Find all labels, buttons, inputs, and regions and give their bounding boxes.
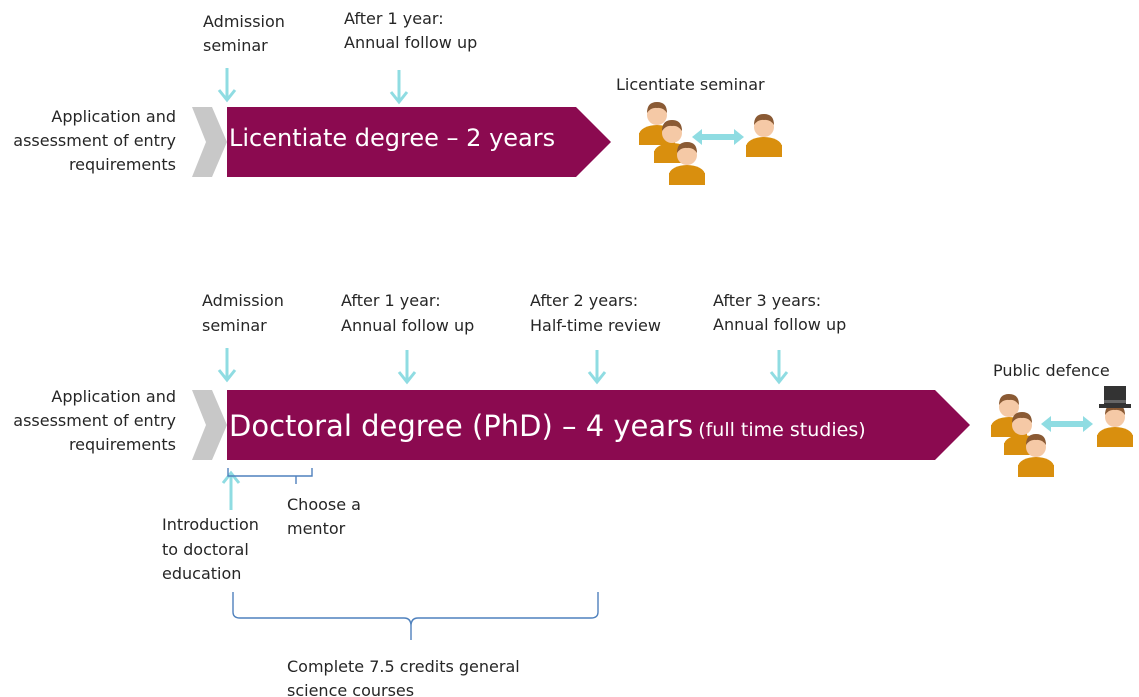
licentiate-committee-group-icon (639, 102, 705, 185)
public-defence-label: Public defence (993, 361, 1110, 380)
doctoral-exchange-double-arrow-icon (1041, 416, 1093, 432)
introduction-arrow-icon (221, 470, 241, 510)
licentiate-start-chevron (192, 107, 227, 177)
mentor-label: Choose a (287, 495, 361, 514)
doctoral-application-label: Application and (51, 387, 176, 406)
doctoral-year1-label-2: Annual follow up (341, 316, 474, 335)
courses-label-2: science courses (287, 681, 414, 697)
doctoral-year2-label: After 2 years: (530, 291, 638, 310)
introduction-label: Introduction (162, 515, 259, 534)
doctoral-start-chevron (192, 390, 227, 460)
licentiate-application-label: Application and (51, 107, 176, 126)
doctoral-degree-bar (227, 390, 970, 460)
licentiate-application-label-3: requirements (69, 155, 176, 174)
licentiate-year1-label: After 1 year: (344, 9, 444, 28)
licentiate-application-label-2: assessment of entry (13, 131, 176, 150)
courses-brace (232, 592, 599, 640)
doctoral-admission-arrow-icon (217, 346, 237, 382)
doctoral-admission-label-2: seminar (202, 316, 267, 335)
doctoral-year2-label-2: Half-time review (530, 316, 661, 335)
opponent-person-with-top-hat-icon (1097, 386, 1133, 447)
licentiate-year1-label-2: Annual follow up (344, 33, 477, 52)
doctoral-bar-label: Doctoral degree (PhD) – 4 years(full tim… (229, 409, 866, 443)
licentiate-row: Admission seminar After 1 year: Annual f… (13, 9, 782, 185)
doctoral-year2-arrow-icon (587, 348, 607, 384)
introduction-label-2: to doctoral (162, 540, 249, 559)
licentiate-degree-bar (227, 107, 611, 177)
doctoral-year3-arrow-icon (769, 348, 789, 384)
doctoral-row: Admission seminar After 1 year: Annual f… (13, 291, 1133, 697)
mentor-bracket (227, 468, 313, 484)
introduction-label-3: education (162, 564, 241, 583)
licentiate-admission-label-2: seminar (203, 36, 268, 55)
doctoral-year1-arrow-icon (397, 348, 417, 384)
licentiate-admission-label: Admission (203, 12, 285, 31)
licentiate-bar-label: Licentiate degree – 2 years (229, 124, 555, 152)
doctoral-application-label-2: assessment of entry (13, 411, 176, 430)
licentiate-admission-arrow-icon (217, 66, 237, 102)
doctoral-application-label-3: requirements (69, 435, 176, 454)
doctoral-year3-label-2: Annual follow up (713, 315, 846, 334)
licentiate-seminar-label: Licentiate seminar (616, 75, 765, 94)
doctoral-committee-group-icon (991, 394, 1054, 477)
courses-label: Complete 7.5 credits general (287, 657, 520, 676)
licentiate-exchange-double-arrow-icon (692, 129, 744, 145)
doctoral-bar-sublabel: (full time studies) (698, 419, 865, 441)
doctoral-admission-label: Admission (202, 291, 284, 310)
doctoral-bar-main-label: Doctoral degree (PhD) – 4 years (229, 409, 693, 443)
licentiate-year1-arrow-icon (389, 68, 409, 104)
doctoral-year3-label: After 3 years: (713, 291, 821, 310)
licentiate-candidate-person-icon (746, 114, 782, 157)
doctoral-year1-label: After 1 year: (341, 291, 441, 310)
mentor-label-2: mentor (287, 519, 346, 538)
